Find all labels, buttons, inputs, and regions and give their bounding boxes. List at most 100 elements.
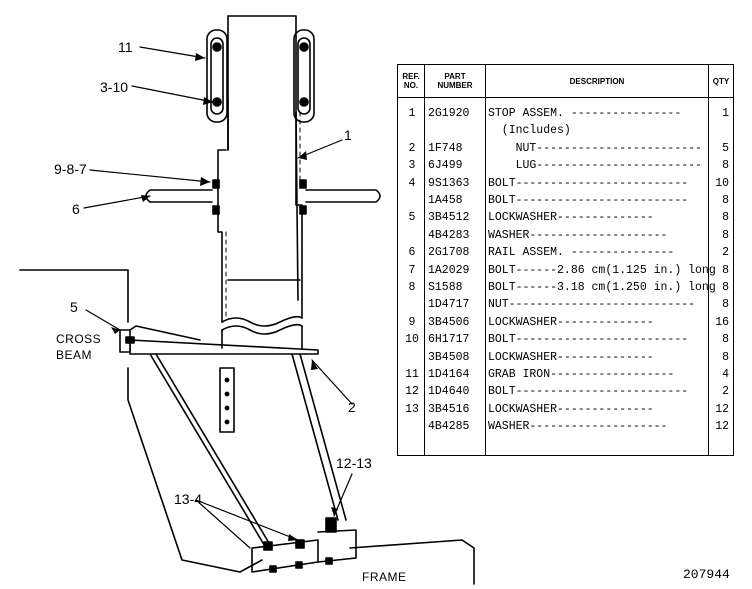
callout-2: 2 — [348, 399, 356, 415]
callout-12-13: 12-13 — [336, 455, 372, 471]
row-part-number: 3B4516 — [428, 402, 470, 416]
row-description: LOCKWASHER-------------- — [488, 402, 654, 416]
row-qty: 8 — [722, 194, 729, 207]
row-qty: 12 — [715, 402, 729, 416]
row-description: LUG------------------------ — [488, 159, 702, 173]
row-description: RAIL ASSEM. --------------- — [488, 246, 675, 260]
row-ref-no: 2 — [408, 141, 416, 155]
header-ref-line2: NO. — [403, 81, 419, 90]
row-description: LOCKWASHER-------------- — [488, 350, 654, 364]
row-ref-no: 4 — [408, 176, 416, 190]
row-description: GRAB IRON------------------ — [488, 368, 675, 381]
row-qty: 2 — [722, 246, 729, 260]
table-row: (Includes) — [398, 122, 733, 139]
mounting-bracket — [219, 367, 235, 433]
row-description: LOCKWASHER-------------- — [488, 211, 654, 225]
row-ref-no: 1 — [408, 107, 416, 120]
row-part-number: 1D4717 — [428, 298, 470, 312]
callout-5: 5 — [70, 299, 78, 315]
row-qty: 8 — [722, 159, 729, 173]
row-part-number: 9S1363 — [428, 176, 470, 190]
row-ref-no: 13 — [405, 402, 419, 416]
table-row: 11 1D4164 GRAB IRON------------------ 4 — [398, 366, 733, 383]
rail-bolts — [212, 179, 307, 215]
row-description: BOLT------3.18 cm(1.250 in.) long — [488, 281, 716, 294]
row-qty: 16 — [715, 315, 729, 329]
row-qty: 12 — [715, 420, 729, 434]
grab-iron-bolts — [212, 42, 309, 107]
cross-beam-label-line1: CROSS — [56, 332, 102, 346]
row-description: NUT--------------------------- — [488, 298, 696, 312]
row-ref-no: 9 — [408, 315, 416, 329]
row-part-number: 3B4512 — [428, 211, 470, 225]
header-part-line1: PART — [444, 72, 466, 81]
row-qty: 8 — [722, 228, 729, 242]
row-qty: 2 — [722, 385, 729, 399]
row-description: LOCKWASHER-------------- — [488, 315, 654, 329]
table-row: 10 6H1717 BOLT------------------------- 8 — [398, 331, 733, 348]
row-part-number: 2G1920 — [428, 107, 470, 120]
grab-iron-right — [293, 29, 315, 123]
cross-beam-label-line2: BEAM — [56, 348, 93, 362]
rail-right — [305, 189, 381, 203]
header-description: DESCRIPTION — [569, 76, 625, 86]
row-part-number: 1F748 — [428, 141, 463, 155]
row-qty: 4 — [722, 368, 729, 381]
table-header: REF. NO. PART NUMBER DESCRIPTION QTY — [398, 65, 733, 98]
callout-1: 1 — [344, 127, 352, 143]
row-qty: 5 — [722, 141, 729, 155]
frame-label: FRAME — [362, 570, 407, 584]
leader-arrowheads — [111, 53, 338, 541]
row-part-number: 4B4283 — [428, 228, 470, 242]
base-plate — [119, 325, 319, 355]
row-ref-no: 6 — [408, 246, 416, 260]
frame-mounting-blocks — [251, 517, 357, 573]
row-part-number: 1D4164 — [428, 368, 470, 381]
header-ref-line1: REF. — [402, 72, 420, 81]
row-description: BOLT------2.86 cm(1.125 in.) long — [488, 263, 716, 277]
table-row: 1 2G1920 STOP ASSEM. ---------------- 1 — [398, 105, 733, 122]
table-row: 4B4283 WASHER-------------------- 8 — [398, 227, 733, 244]
grab-iron-left — [206, 29, 228, 123]
row-ref-no: 5 — [408, 211, 416, 225]
row-description: WASHER-------------------- — [488, 420, 668, 434]
header-part-number: PART NUMBER — [425, 65, 485, 97]
figure-number: 207944 — [683, 567, 730, 582]
row-qty: 10 — [715, 176, 729, 190]
callout-9-8-7: 9-8-7 — [54, 161, 87, 177]
callout-3-10: 3-10 — [100, 79, 129, 95]
stop-assembly-post — [217, 15, 303, 349]
row-part-number: 6J499 — [428, 159, 463, 173]
row-description: BOLT------------------------- — [488, 333, 689, 347]
support-struts — [149, 353, 347, 549]
row-qty: 8 — [722, 333, 729, 347]
cross-beam-outline — [19, 269, 263, 573]
row-ref-no: 11 — [405, 368, 419, 381]
row-description: (Includes) — [488, 124, 571, 138]
row-part-number: S1588 — [428, 281, 463, 294]
row-part-number: 6H1717 — [428, 333, 470, 347]
row-qty: 8 — [722, 263, 729, 277]
row-description: STOP ASSEM. ---------------- — [488, 107, 682, 120]
row-part-number: 1D4640 — [428, 385, 470, 399]
row-qty: 8 — [722, 281, 729, 294]
hidden-lines — [225, 111, 301, 321]
header-ref-no: REF. NO. — [398, 65, 424, 97]
row-part-number: 1A2029 — [428, 263, 470, 277]
row-qty: 1 — [722, 107, 729, 120]
row-ref-no: 10 — [405, 333, 419, 347]
row-description: WASHER-------------------- — [488, 228, 668, 242]
